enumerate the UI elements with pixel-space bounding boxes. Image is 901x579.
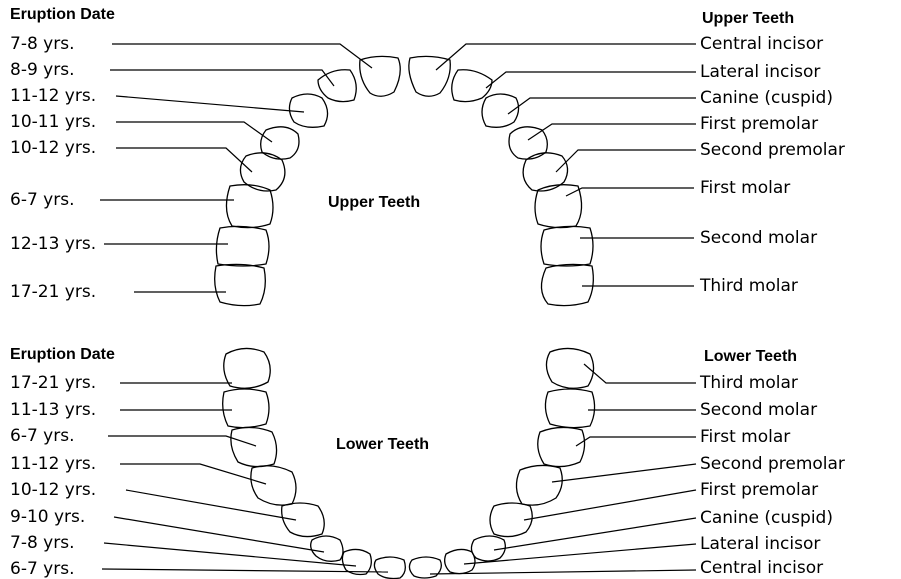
leader-lower-age-3: [108, 436, 256, 446]
leader-upper-tooth-3: [508, 98, 696, 114]
upper-age-label: 7-8 yrs.: [10, 34, 74, 54]
leader-upper-tooth-4: [528, 124, 696, 140]
upper-left-third-molar: [215, 264, 266, 305]
lower-right-central-incisor: [409, 557, 441, 578]
lower-age-label: 6-7 yrs.: [10, 426, 74, 446]
leader-lower-tooth-6: [494, 518, 696, 550]
upper-left-central-incisor: [360, 56, 401, 96]
upper-left-lateral-incisor: [318, 70, 356, 102]
upper-age-label: 6-7 yrs.: [10, 190, 74, 210]
lower-right-second-molar: [545, 389, 594, 428]
lower-left-first-premolar: [282, 503, 325, 537]
leader-upper-tooth-6: [566, 188, 694, 196]
lower-right-first-molar: [538, 427, 585, 466]
leader-lower-tooth-5: [524, 490, 696, 520]
upper-age-label: 10-11 yrs.: [10, 112, 96, 132]
upper-tooth-label: Central incisor: [700, 34, 823, 54]
leader-upper-age-1: [112, 44, 372, 68]
lower-right-lateral-incisor: [445, 549, 475, 573]
lower-tooth-label: Lateral incisor: [700, 534, 820, 554]
lower-teeth-center-label: Lower Teeth: [336, 436, 429, 454]
lower-left-canine: [311, 536, 343, 561]
upper-age-label: 12-13 yrs.: [10, 234, 96, 254]
lower-tooth-label: Second molar: [700, 400, 817, 420]
leader-lower-age-4: [120, 464, 266, 484]
lower-left-lateral-incisor: [342, 549, 371, 574]
leader-lower-tooth-4: [552, 464, 696, 482]
upper-tooth-label: Third molar: [700, 276, 798, 296]
lower-tooth-label: Canine (cuspid): [700, 508, 833, 528]
lower-right-third-molar: [546, 348, 593, 388]
upper-age-label: 8-9 yrs.: [10, 60, 74, 80]
leader-lower-tooth-3: [576, 437, 696, 446]
lower-tooth-label: Third molar: [700, 373, 798, 393]
lower-left-first-molar: [231, 427, 277, 466]
lower-age-label: 11-13 yrs.: [10, 400, 96, 420]
lower-age-label: 9-10 yrs.: [10, 507, 85, 527]
lower-age-label: 6-7 yrs.: [10, 559, 74, 579]
upper-tooth-label: Lateral incisor: [700, 62, 820, 82]
lower-tooth-label: Central incisor: [700, 558, 823, 578]
lower-age-label: 17-21 yrs.: [10, 373, 96, 393]
lower-age-label: 10-12 yrs.: [10, 480, 96, 500]
leader-upper-tooth-5: [556, 150, 696, 172]
upper-age-label: 11-12 yrs.: [10, 86, 96, 106]
upper-tooth-label: First molar: [700, 178, 790, 198]
leader-lower-tooth-7: [464, 544, 696, 564]
upper-tooth-label: First premolar: [700, 114, 818, 134]
leader-lower-age-5: [126, 490, 296, 520]
leader-upper-age-3: [116, 96, 304, 112]
lower-teeth-header: Lower Teeth: [704, 348, 797, 366]
upper-tooth-label: Second premolar: [700, 140, 845, 160]
upper-teeth-center-label: Upper Teeth: [328, 194, 420, 212]
lower-age-label: 11-12 yrs.: [10, 454, 96, 474]
lower-left-second-premolar: [251, 466, 296, 505]
lower-tooth-label: First premolar: [700, 480, 818, 500]
upper-right-second-molar: [541, 226, 593, 266]
upper-right-third-molar: [541, 264, 593, 305]
lower-left-second-molar: [223, 389, 269, 428]
upper-left-second-molar: [216, 226, 269, 266]
leader-upper-age-5: [116, 148, 252, 172]
lower-eruption-date-header: Eruption Date: [10, 346, 115, 364]
upper-age-label: 17-21 yrs.: [10, 282, 96, 302]
lower-age-label: 7-8 yrs.: [10, 533, 74, 553]
leader-upper-age-4: [116, 122, 272, 142]
leader-lower-tooth-1: [584, 364, 696, 383]
upper-teeth-header: Upper Teeth: [702, 10, 794, 28]
lower-tooth-label: First molar: [700, 427, 790, 447]
leader-upper-tooth-2: [486, 72, 696, 88]
lower-tooth-label: Second premolar: [700, 454, 845, 474]
upper-tooth-label: Second molar: [700, 228, 817, 248]
lower-right-second-premolar: [516, 465, 562, 505]
upper-eruption-date-header: Eruption Date: [10, 6, 115, 24]
lower-left-central-incisor: [374, 557, 405, 579]
upper-right-lateral-incisor: [452, 70, 492, 102]
upper-age-label: 10-12 yrs.: [10, 138, 96, 158]
lower-left-third-molar: [224, 348, 271, 388]
leader-upper-age-2: [110, 70, 334, 86]
leader-lower-age-7: [104, 543, 356, 566]
upper-left-first-premolar: [261, 127, 299, 159]
leader-upper-tooth-1: [436, 44, 696, 70]
upper-tooth-label: Canine (cuspid): [700, 88, 833, 108]
